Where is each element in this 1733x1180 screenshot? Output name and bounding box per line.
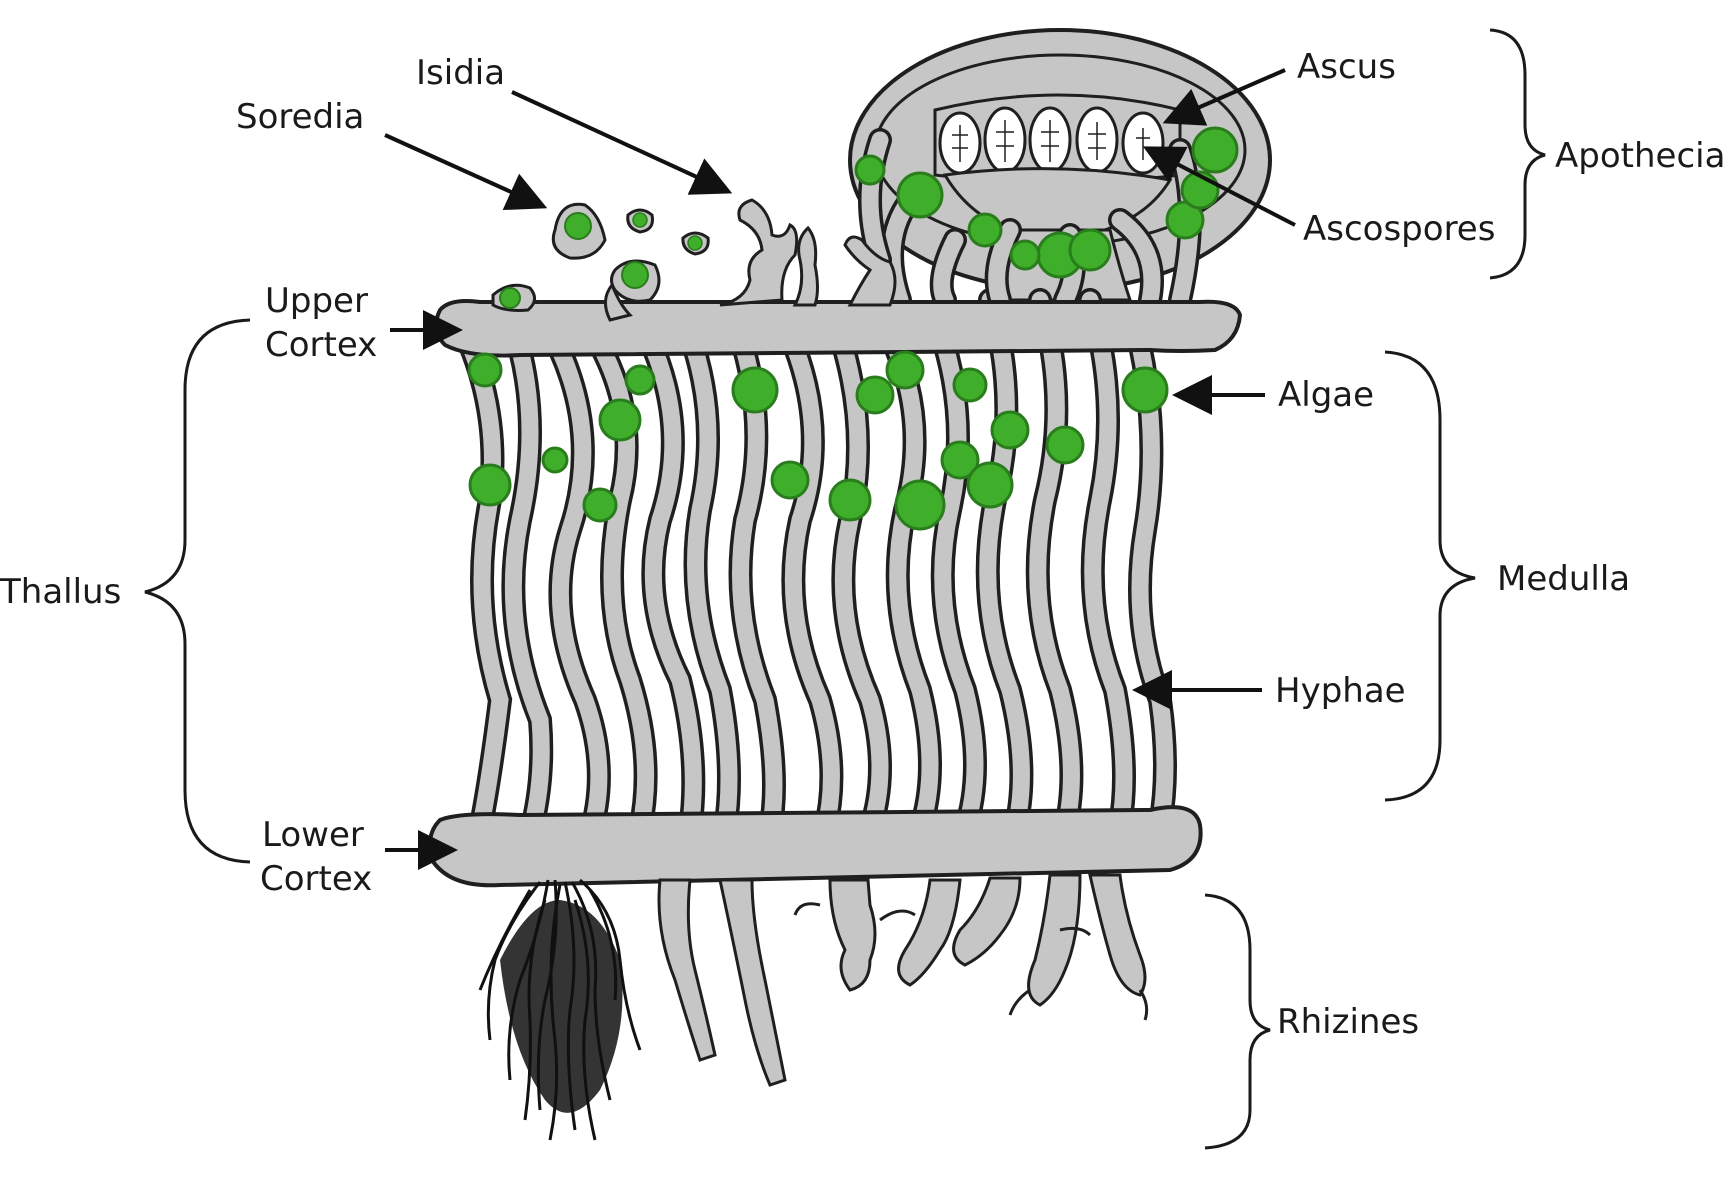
thallus-brace <box>144 318 251 864</box>
algae-cell <box>1121 366 1169 414</box>
ascus-row <box>938 106 1165 175</box>
hypha-strand <box>1111 211 1161 309</box>
algae-cell <box>468 463 512 507</box>
hypha-strand <box>681 326 738 839</box>
apothecia-brace <box>1489 28 1546 280</box>
label-thallus: Thallus <box>0 572 121 612</box>
algae-cell <box>885 350 925 390</box>
algae-cell <box>966 461 1014 509</box>
algae-cell <box>624 364 656 396</box>
algae-cell <box>940 440 980 480</box>
hypha-strand <box>1029 291 1080 839</box>
algae-cell <box>582 487 618 523</box>
label-lower-cortex-line2: Cortex <box>260 859 372 899</box>
hypha-strand <box>931 321 984 839</box>
algae-cells <box>467 126 1239 531</box>
algae-cell <box>1045 425 1085 465</box>
label-medulla: Medulla <box>1497 559 1630 599</box>
hypha-strand <box>933 231 964 309</box>
label-ascospores: Ascospores <box>1303 209 1495 249</box>
label-apothecia: Apothecia <box>1555 136 1725 176</box>
label-isidia: Isidia <box>416 53 505 93</box>
algae-cell <box>467 352 503 388</box>
algae-cell <box>1009 239 1041 271</box>
medulla-brace <box>1384 350 1476 802</box>
algae-cell <box>1068 228 1112 272</box>
algae-cell <box>770 460 810 500</box>
algae-cell <box>854 154 886 186</box>
label-upper-cortex-line1: Upper <box>265 281 368 321</box>
algae-cell <box>894 479 946 531</box>
hypha-strand <box>551 341 608 844</box>
label-lower-cortex-line1: Lower <box>262 815 364 855</box>
isidia-cluster <box>604 198 897 322</box>
label-ascus: Ascus <box>1297 47 1396 87</box>
labels: Isidia Soredia Upper Cortex Thallus Lowe… <box>0 47 1725 1042</box>
hypha-strand <box>504 341 550 844</box>
label-soredia: Soredia <box>236 97 364 137</box>
hypha-strand <box>781 326 840 839</box>
algae-cell <box>855 375 895 415</box>
hypha-strand <box>641 331 702 839</box>
hypha-strand <box>988 221 1019 309</box>
algae-cell <box>896 171 944 219</box>
soredia-cluster <box>491 202 710 312</box>
label-rhizines: Rhizines <box>1277 1002 1419 1042</box>
algae-cell <box>1191 126 1239 174</box>
lower-cortex <box>427 805 1203 888</box>
hypha-strand <box>979 291 1030 839</box>
hypha-strand <box>1081 291 1133 834</box>
algae-cell <box>828 478 872 522</box>
rhizines <box>478 873 1149 1141</box>
label-upper-cortex-line2: Cortex <box>265 325 377 365</box>
algae-cell <box>990 410 1030 450</box>
rhizines-brace <box>1204 893 1271 1150</box>
algae-cell <box>952 367 988 403</box>
hyphae-strands <box>458 128 1202 847</box>
algae-cell <box>541 446 569 474</box>
dark-rhizine-mass <box>500 900 623 1113</box>
algae-cell <box>731 366 779 414</box>
algae-cell <box>598 398 642 442</box>
hypha-strand <box>881 326 939 839</box>
hypha-strand <box>1131 336 1174 834</box>
hypha-strand <box>831 326 889 839</box>
hypha-strand <box>461 336 509 839</box>
label-algae: Algae <box>1278 375 1374 415</box>
label-hyphae: Hyphae <box>1275 671 1406 711</box>
hypha-strand <box>731 326 783 839</box>
algae-cell <box>967 212 1003 248</box>
arrows <box>384 68 1296 870</box>
braces <box>144 28 1546 1150</box>
upper-cortex <box>434 299 1243 358</box>
hypha-strand <box>861 131 889 269</box>
